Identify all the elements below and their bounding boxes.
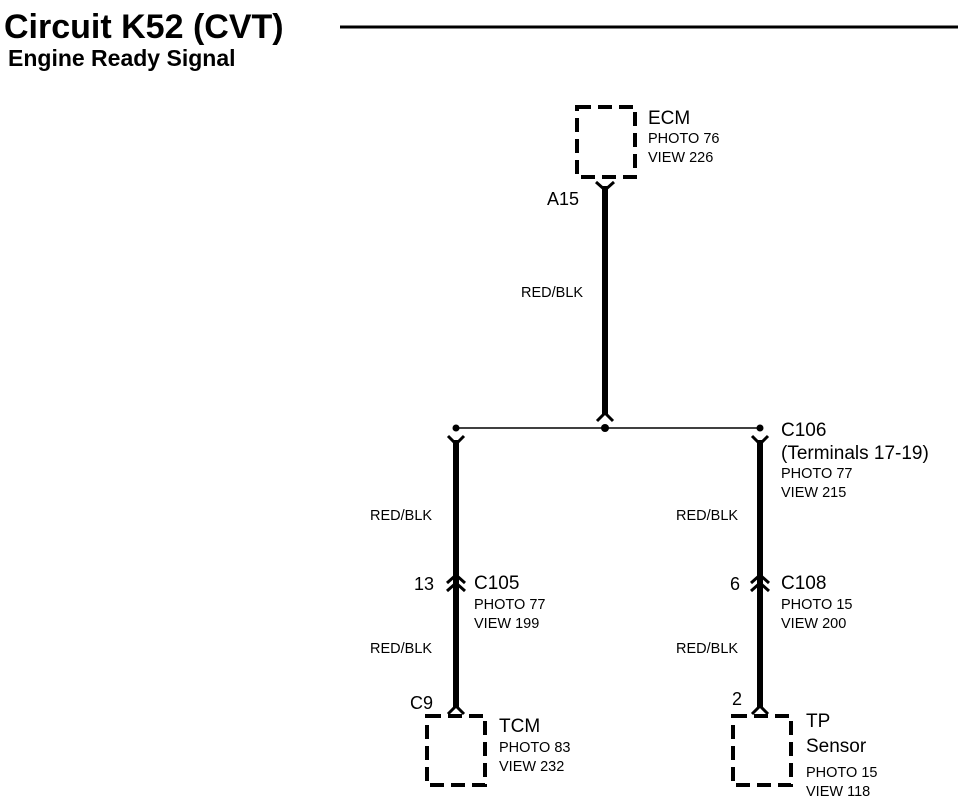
c106-name: C106 [781, 420, 826, 441]
ecm-name: ECM [648, 108, 690, 129]
wire-label-right-lower: RED/BLK [676, 641, 738, 657]
splice-node-left [452, 424, 460, 432]
c105-photo: PHOTO 77 [474, 597, 545, 613]
c108-connector[interactable]: C108 PHOTO 15 VIEW 200 [750, 572, 852, 632]
c108-pin-label: 6 [730, 574, 740, 594]
tp-sensor-pin-label: 2 [732, 689, 742, 709]
c106-connector-mark [595, 410, 615, 423]
page-title: Circuit K52 (CVT) [4, 8, 284, 46]
c108-name: C108 [781, 573, 826, 594]
wire-label-right-upper: RED/BLK [676, 508, 738, 524]
c106-view: VIEW 215 [781, 485, 846, 501]
tcm-terminal-mark [446, 703, 466, 716]
ecm-view: VIEW 226 [648, 150, 713, 166]
c105-connector[interactable]: C105 PHOTO 77 VIEW 199 [446, 572, 545, 632]
c108-photo: PHOTO 15 [781, 597, 852, 613]
tp-sensor-terminal-mark [750, 703, 770, 716]
ecm-pin-label: A15 [547, 189, 579, 209]
tcm-pin-label: C9 [410, 693, 433, 713]
c108-view: VIEW 200 [781, 616, 846, 632]
c105-mark-lower [446, 580, 466, 593]
c108-mark-upper [750, 572, 770, 585]
ecm-box [575, 105, 637, 179]
c105-mark-upper [446, 572, 466, 585]
c108-mark-lower [750, 580, 770, 593]
tcm-component[interactable]: TCM PHOTO 83 VIEW 232 [425, 714, 570, 787]
c106-terminals: (Terminals 17-19) [781, 443, 929, 464]
tp-sensor-name-line2: Sensor [806, 736, 867, 757]
tcm-box [425, 714, 487, 787]
tp-sensor-box [731, 714, 793, 787]
wire-label-left-upper: RED/BLK [370, 508, 432, 524]
c105-view: VIEW 199 [474, 616, 539, 632]
tp-sensor-photo: PHOTO 15 [806, 765, 877, 781]
tcm-view: VIEW 232 [499, 759, 564, 775]
c105-name: C105 [474, 573, 519, 594]
ecm-component[interactable]: ECM PHOTO 76 VIEW 226 [575, 105, 719, 179]
tp-sensor-component[interactable]: TP Sensor PHOTO 15 VIEW 118 [731, 711, 877, 800]
ecm-photo: PHOTO 76 [648, 131, 719, 147]
c106-connector[interactable]: C106 (Terminals 17-19) PHOTO 77 VIEW 215 [781, 420, 929, 501]
tcm-name: TCM [499, 716, 540, 737]
c106-photo: PHOTO 77 [781, 466, 852, 482]
tp-sensor-name-line1: TP [806, 711, 830, 732]
tp-sensor-view: VIEW 118 [806, 784, 870, 800]
page-subtitle: Engine Ready Signal [8, 45, 236, 71]
c105-pin-label: 13 [414, 574, 434, 594]
splice-node-center [601, 424, 609, 432]
wire-label-ecm: RED/BLK [521, 285, 583, 301]
splice-node-right [756, 424, 764, 432]
wire-label-left-lower: RED/BLK [370, 641, 432, 657]
tcm-photo: PHOTO 83 [499, 740, 570, 756]
